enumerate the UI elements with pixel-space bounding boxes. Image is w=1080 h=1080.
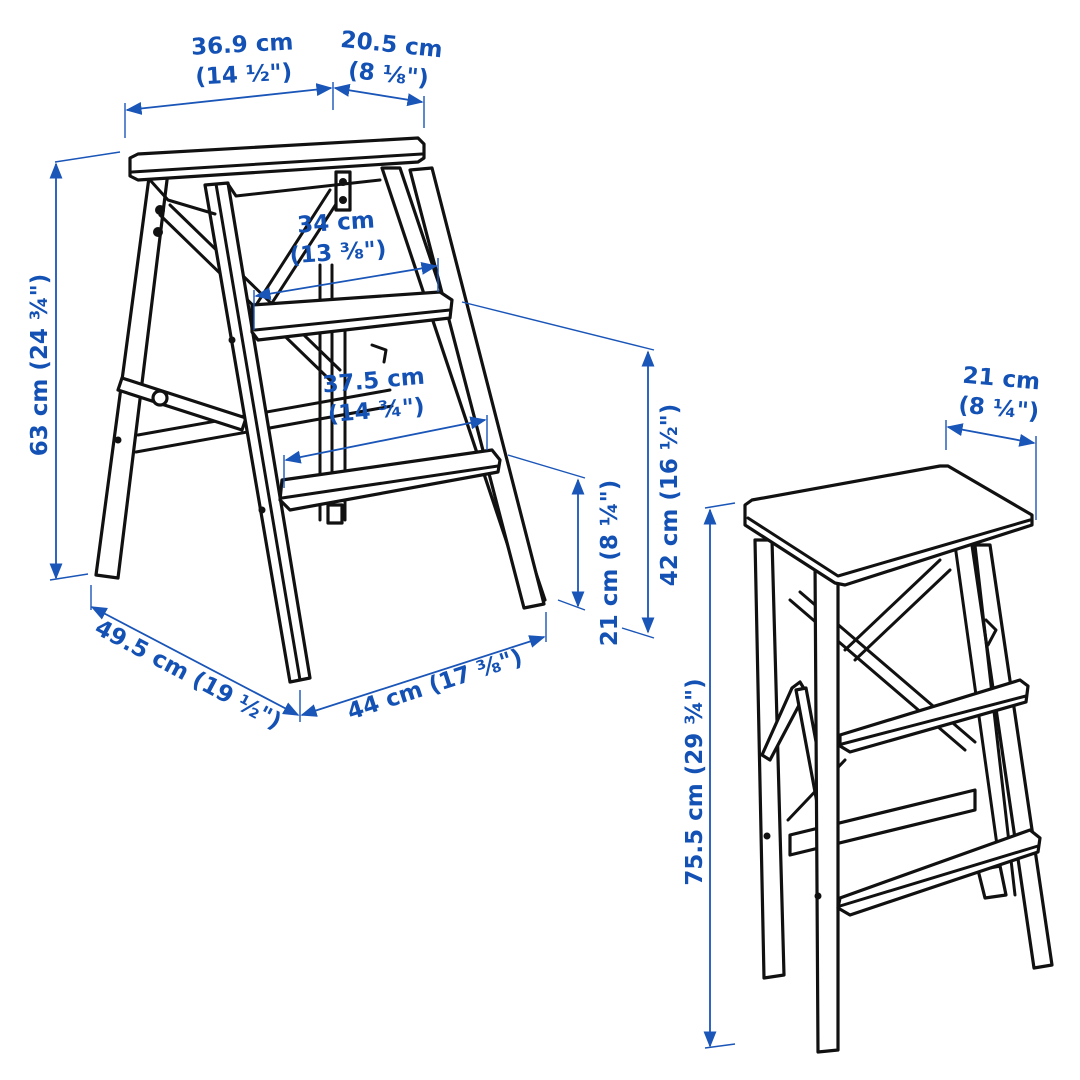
total-height-label: 63 cm (24 ¾") (27, 273, 53, 457)
lower-step-height-label: 21 cm (8 ¼") (597, 479, 623, 647)
folded-height-label: 75.5 cm (29 ¾") (682, 678, 708, 886)
folded-depth-label: 21 cm (8 ¼") (943, 359, 1058, 428)
folded-stool-drawing (743, 464, 1054, 1054)
lower-step-width-label: 37.5 cm (14 ¾") (303, 360, 448, 432)
top-depth-label: 20.5 cm (8 ⅛") (327, 24, 453, 96)
top-width-label: 36.9 cm (14 ½") (167, 26, 320, 94)
dimension-lines (49, 82, 1037, 1049)
upper-step-width-label: 34 cm (13 ⅜") (270, 204, 404, 273)
upper-step-height-label: 42 cm (16 ½") (657, 403, 683, 587)
